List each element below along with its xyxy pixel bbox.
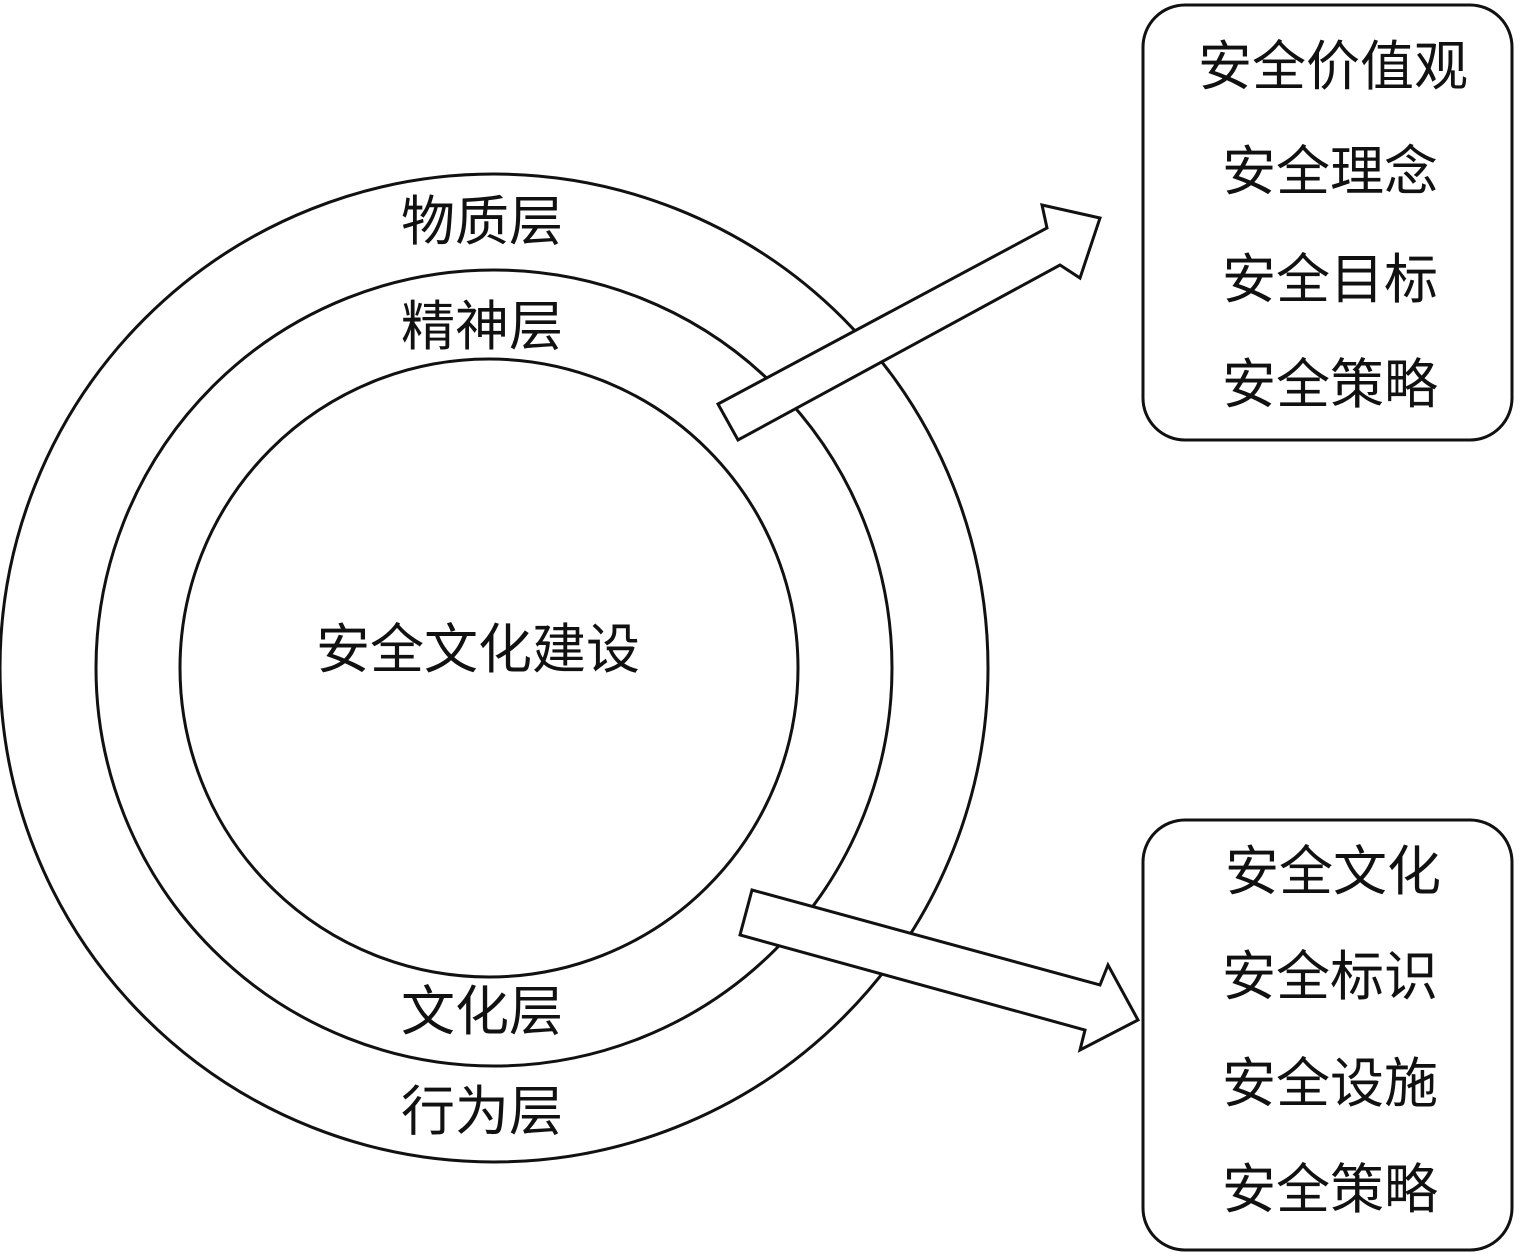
culture-layer-label: 文化层 (401, 980, 563, 1043)
material-layer-label: 物质层 (401, 190, 563, 253)
behavior-layer-label: 行为层 (401, 1080, 563, 1143)
inner-circle (178, 357, 800, 979)
top-box-item: 安全价值观 (1198, 35, 1468, 98)
spirit-layer-label: 精神层 (401, 295, 563, 358)
arrow-to-bottom-box (738, 888, 1141, 1053)
center-label: 安全文化建设 (316, 618, 640, 681)
bottom-box-item: 安全设施 (1222, 1052, 1438, 1115)
top-box-item: 安全策略 (1222, 353, 1438, 416)
top-box (1141, 3, 1514, 442)
bottom-box (1141, 818, 1514, 1252)
top-box-item: 安全目标 (1222, 248, 1438, 311)
top-box-item: 安全理念 (1222, 140, 1438, 203)
bottom-box-item: 安全策略 (1222, 1158, 1438, 1221)
arrow-to-top-box (715, 203, 1102, 443)
middle-ring (94, 268, 894, 1068)
outer-ring (0, 172, 990, 1164)
bottom-box-item: 安全文化 (1225, 840, 1441, 903)
bottom-box-item: 安全标识 (1222, 945, 1438, 1008)
